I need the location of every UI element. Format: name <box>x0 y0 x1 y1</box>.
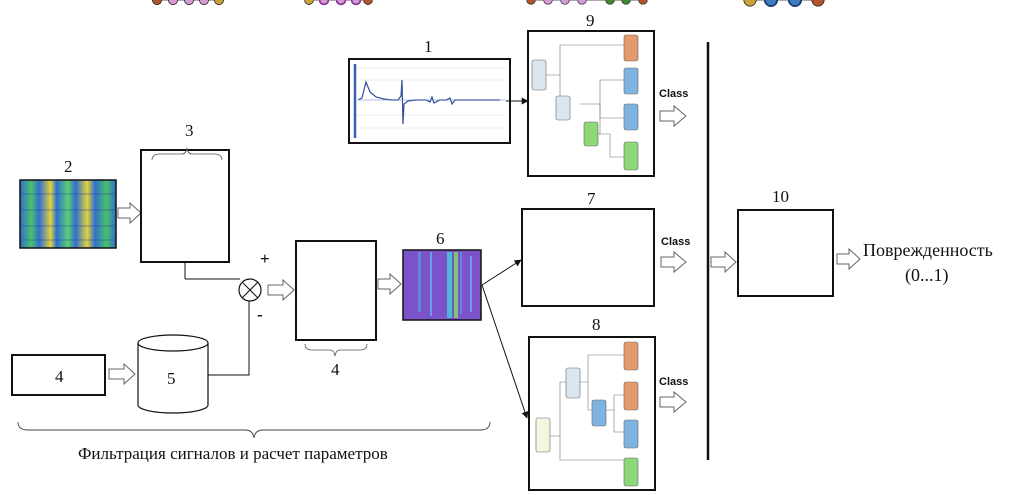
label-2: 2 <box>64 157 73 176</box>
caption-text: Фильтрация сигналов и расчет параметров <box>78 444 388 463</box>
network-node <box>168 0 178 5</box>
network-10-nodes <box>743 0 825 7</box>
decision-tree-9: 9 Class <box>527 11 688 177</box>
arrow-merge-to-4 <box>267 278 295 302</box>
merge-junction: + - <box>184 249 295 324</box>
network-node <box>577 0 587 5</box>
network-node <box>526 0 536 5</box>
label-4-net: 4 <box>331 360 340 379</box>
class-arrow-9 <box>659 104 687 128</box>
arrow-6-to-8 <box>481 284 529 419</box>
network-node <box>621 0 631 5</box>
network-node <box>152 0 162 5</box>
spectrogram-image <box>19 179 117 249</box>
label-7: 7 <box>587 189 596 208</box>
network-10-frame <box>737 209 834 297</box>
network-node <box>335 0 347 6</box>
network-node <box>543 0 553 5</box>
network-7-frame <box>521 208 655 307</box>
network-block-4: 4 <box>295 0 402 379</box>
signal-block: 1 <box>348 37 529 144</box>
label-10: 10 <box>772 187 789 206</box>
network-7-nodes <box>526 0 648 5</box>
class-arrow-7 <box>660 250 687 274</box>
class-label-7: Class <box>661 236 690 248</box>
class-arrow-8 <box>659 390 687 414</box>
network-node <box>350 0 362 6</box>
database-block-5: 5 <box>137 301 250 414</box>
arrow-4-to-6 <box>377 272 402 296</box>
network-block-10: 10 <box>737 0 861 297</box>
network-4-frame <box>295 240 377 341</box>
network-node <box>304 0 314 5</box>
signal-plot <box>353 64 506 138</box>
spectrogram-block: 2 <box>19 157 142 249</box>
label-8: 8 <box>592 315 601 334</box>
class-label-8: Class <box>659 376 688 388</box>
network-node <box>363 0 373 5</box>
arrow-6-to-7 <box>481 259 522 286</box>
network-node <box>605 0 615 5</box>
label-4-box: 4 <box>55 367 64 386</box>
input-block-4: 4 <box>11 354 136 396</box>
arrow-2-to-3 <box>117 201 142 225</box>
minus-sign: - <box>257 305 263 324</box>
signal-plot-frame <box>348 58 511 144</box>
label-3: 3 <box>185 121 194 140</box>
network-block-3: 3 <box>140 0 230 263</box>
network-block-7: 7 Class <box>521 0 690 307</box>
label-5: 5 <box>167 369 176 388</box>
arrow-4-to-5 <box>108 362 136 386</box>
label-6: 6 <box>436 229 445 248</box>
network-node <box>199 0 209 5</box>
network-3-frame <box>140 149 230 263</box>
label-9: 9 <box>586 11 595 30</box>
database-cylinder <box>137 343 209 414</box>
network-node <box>184 0 194 5</box>
scalogram-block: 6 <box>402 229 529 419</box>
network-3-nodes <box>152 0 224 5</box>
label-1: 1 <box>424 37 433 56</box>
caption-brace <box>17 421 491 439</box>
plus-sign: + <box>260 249 270 268</box>
class-label-9: Class <box>659 88 688 100</box>
decision-tree-8: 8 Class <box>528 315 688 491</box>
network-4-nodes <box>304 0 373 6</box>
network-node <box>638 0 648 5</box>
arrow-bar-to-10 <box>710 250 737 274</box>
input-box-4 <box>11 354 106 396</box>
scalogram-image <box>402 249 482 321</box>
network-node <box>214 0 224 5</box>
network-node <box>560 0 570 5</box>
network-node <box>318 0 330 6</box>
